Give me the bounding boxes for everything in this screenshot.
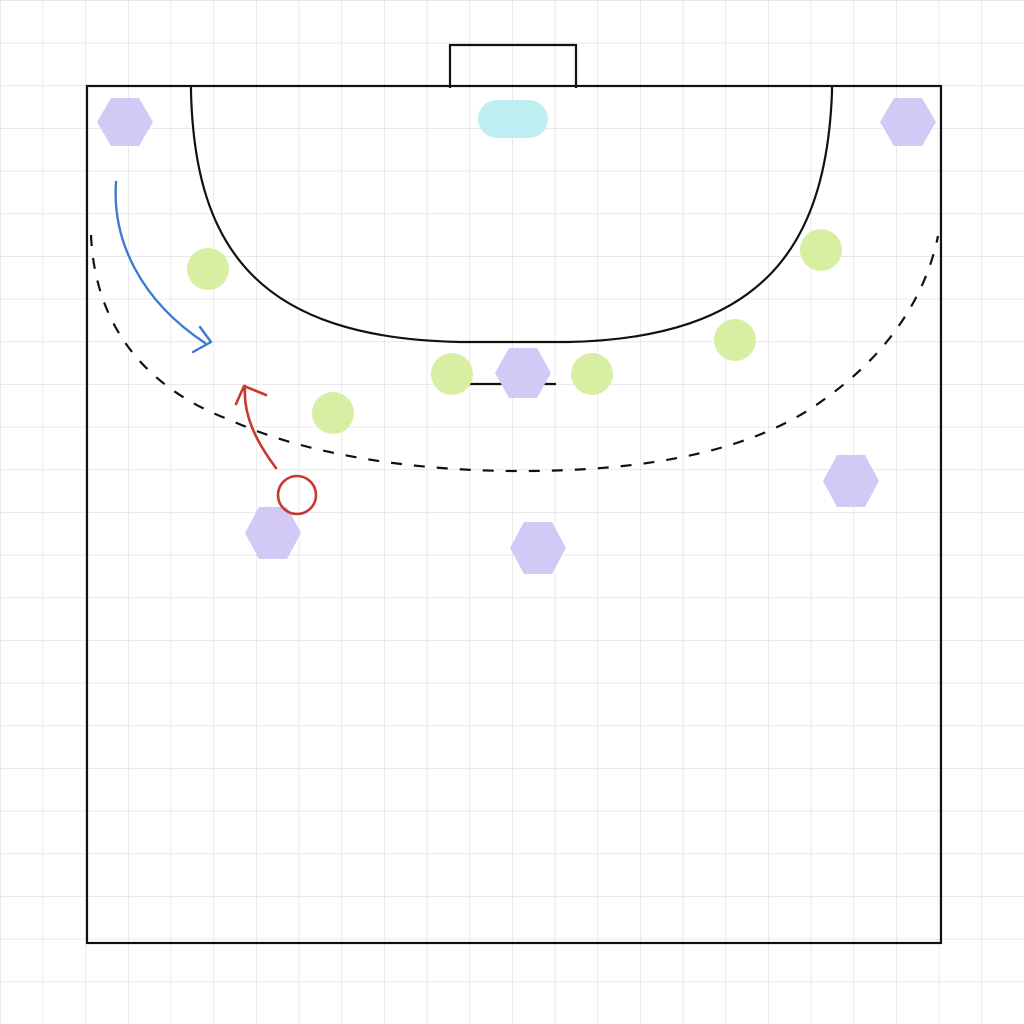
defense-team [187, 229, 842, 434]
attack-team [97, 98, 936, 574]
defender-left-half[interactable] [312, 392, 354, 434]
attacker-left-wing[interactable] [97, 98, 153, 146]
defender-center-left[interactable] [431, 353, 473, 395]
movement-arrow[interactable] [114, 180, 213, 354]
movement-arrow-head [191, 325, 213, 354]
defender-center-right[interactable] [571, 353, 613, 395]
attacker-center-back[interactable] [510, 522, 566, 574]
cut-arrow-shaft [243, 384, 278, 470]
defender-right-half[interactable] [714, 319, 756, 361]
goal [448, 43, 578, 88]
attacker-left-back[interactable] [245, 507, 301, 559]
defender-right-outer[interactable] [800, 229, 842, 271]
attacker-pivot[interactable] [495, 348, 551, 398]
goalkeeper-marker[interactable] [478, 100, 548, 138]
goal-area-line [189, 87, 834, 344]
free-throw-line [89, 234, 940, 473]
court-boundary [85, 84, 943, 945]
movement-arrow-shaft [114, 180, 207, 345]
attacker-right-back[interactable] [823, 455, 879, 507]
defender-left-outer[interactable] [187, 248, 229, 290]
cut-arrow-head [234, 384, 268, 406]
cut-arrow[interactable] [234, 384, 278, 470]
attacker-right-wing[interactable] [880, 98, 936, 146]
ball-marker[interactable] [276, 474, 318, 516]
